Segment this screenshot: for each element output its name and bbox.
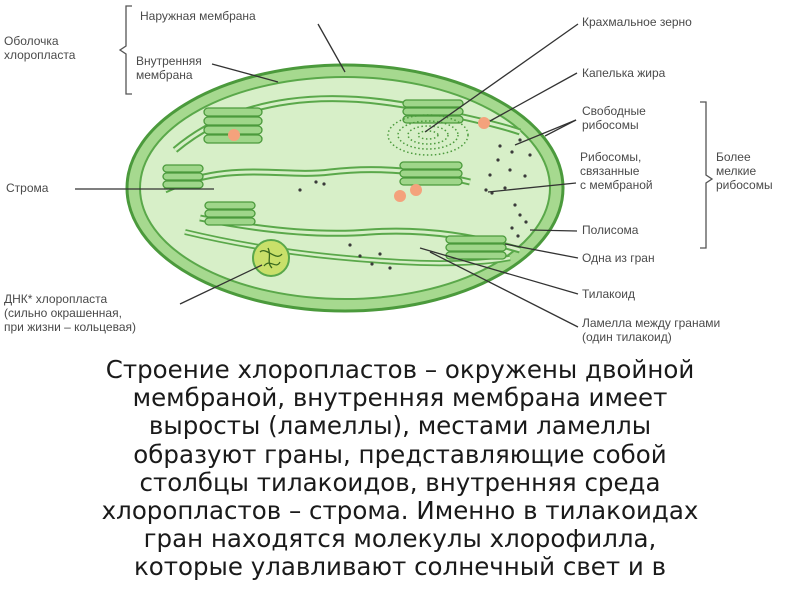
- label-inner-membrane: Внутренняя мембрана: [136, 54, 202, 82]
- caption-line: Строение хлоропластов – окружены двойной: [105, 355, 695, 384]
- caption-line: образуют граны, представляющие собой: [133, 439, 667, 469]
- label-polysome: Полисома: [582, 223, 639, 237]
- lipid-droplet: [228, 129, 240, 141]
- label-chloroplast-envelope: Оболочка хлоропласта: [4, 34, 76, 62]
- caption-line: гран находятся молекулы хлорофилла,: [143, 524, 657, 554]
- granum-5: [204, 201, 256, 226]
- granum-4: [399, 161, 463, 186]
- label-lipid-droplet: Капелька жира: [582, 66, 666, 80]
- lipid-droplet: [410, 184, 422, 196]
- label-outer-membrane: Наружная мембрана: [140, 9, 256, 23]
- starch-grain: [387, 114, 469, 156]
- label-lamella: Ламелла между гранами (один тилакоид): [582, 316, 721, 344]
- granum-2: [162, 164, 204, 189]
- label-granum: Одна из гран: [582, 251, 655, 265]
- caption-line: мембраной, внутренняя мембрана имеет: [132, 383, 668, 413]
- caption-line: выросты (ламеллы), местами ламеллы: [148, 411, 652, 441]
- caption-line: хлоропластов – строма. Именно в тилакоид…: [101, 496, 699, 526]
- caption-line: столбцы тилакоидов, внутренняя среда: [139, 467, 661, 497]
- label-dna: ДНК* хлоропласта (сильно окрашенная, при…: [4, 292, 136, 334]
- dna-nucleoid: [252, 239, 290, 277]
- label-smaller-ribosomes: Более мелкие рибосомы: [716, 150, 773, 192]
- caption: Строение хлоропластов – окружены двойной…: [0, 355, 800, 582]
- leader-lines: [75, 23, 579, 328]
- label-stroma: Строма: [6, 181, 49, 195]
- lipid-droplet: [394, 190, 406, 202]
- granum-6: [445, 235, 507, 260]
- lipid-droplet: [478, 117, 490, 129]
- label-thylakoid: Тилакоид: [582, 287, 635, 301]
- caption-line: которые улавливают солнечный свет и в: [133, 552, 667, 582]
- bracket-envelope: [118, 5, 132, 95]
- label-starch-grain: Крахмальное зерно: [582, 15, 692, 29]
- label-free-ribosomes: Свободные рибосомы: [582, 104, 646, 132]
- bracket-ribosomes: [700, 101, 714, 249]
- label-membrane-ribosomes: Рибосомы, связанные с мембраной: [580, 150, 653, 192]
